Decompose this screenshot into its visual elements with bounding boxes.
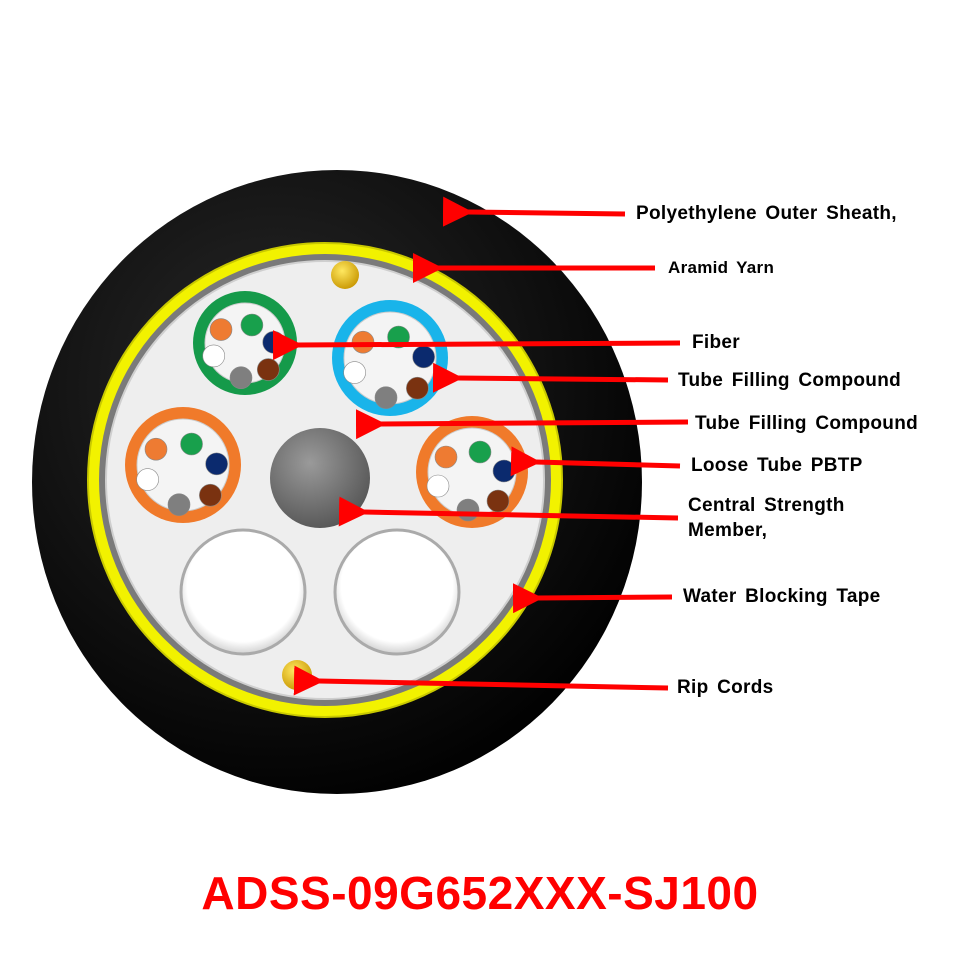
callout-arrow <box>442 196 626 227</box>
callout-arrow <box>355 409 689 440</box>
fiber <box>180 432 203 456</box>
fiber <box>167 493 191 516</box>
fiber <box>406 376 429 400</box>
fiber <box>144 437 168 461</box>
fiber <box>229 366 253 390</box>
loose-tube <box>193 291 297 395</box>
loose-tube <box>125 407 241 523</box>
callout-arrow <box>510 446 681 477</box>
fiber <box>426 474 450 498</box>
fiber <box>199 483 222 507</box>
label-fiber: Fiber <box>692 332 740 353</box>
callout-arrow <box>293 665 669 696</box>
fiber <box>343 361 366 384</box>
label-aramid-yarn: Aramid Yarn <box>668 258 775 277</box>
filler-rod <box>179 528 307 656</box>
fiber <box>434 445 458 469</box>
label-tube-filling-compound-2: Tube Filling Compound <box>695 413 919 434</box>
callout-arrow <box>512 583 673 614</box>
rip-cord <box>331 261 359 289</box>
label-water-blocking-tape: Water Blocking Tape <box>683 586 881 607</box>
filler-rod <box>333 528 461 656</box>
fiber <box>256 358 280 381</box>
label-outer-sheath: Polyethylene Outer Sheath, <box>636 203 897 224</box>
callout-arrow <box>432 362 669 393</box>
fiber <box>202 344 226 368</box>
fiber <box>456 498 480 522</box>
label-central-strength-member-2: Member, <box>688 520 768 541</box>
callout-arrow <box>272 330 681 361</box>
fiber <box>240 313 264 337</box>
rip-cord <box>282 660 312 690</box>
fiber <box>136 468 159 491</box>
label-rip-cords: Rip Cords <box>677 677 774 698</box>
label-tube-filling-compound: Tube Filling Compound <box>678 370 902 391</box>
label-loose-tube: Loose Tube PBTP <box>691 455 863 476</box>
fiber <box>468 440 492 464</box>
fiber <box>374 386 398 409</box>
label-central-strength-member: Central Strength <box>688 495 845 516</box>
loose-tube <box>416 416 528 528</box>
central-strength-member <box>270 428 370 528</box>
fiber <box>205 452 228 476</box>
cable-model-title: ADSS-09G652XXX-SJ100 <box>201 867 759 919</box>
fiber <box>262 330 286 354</box>
callout-arrow <box>338 496 679 527</box>
fiber <box>209 318 233 341</box>
loose-tube <box>332 300 448 416</box>
fiber <box>412 345 435 369</box>
fiber <box>492 459 516 483</box>
fiber <box>486 489 510 513</box>
